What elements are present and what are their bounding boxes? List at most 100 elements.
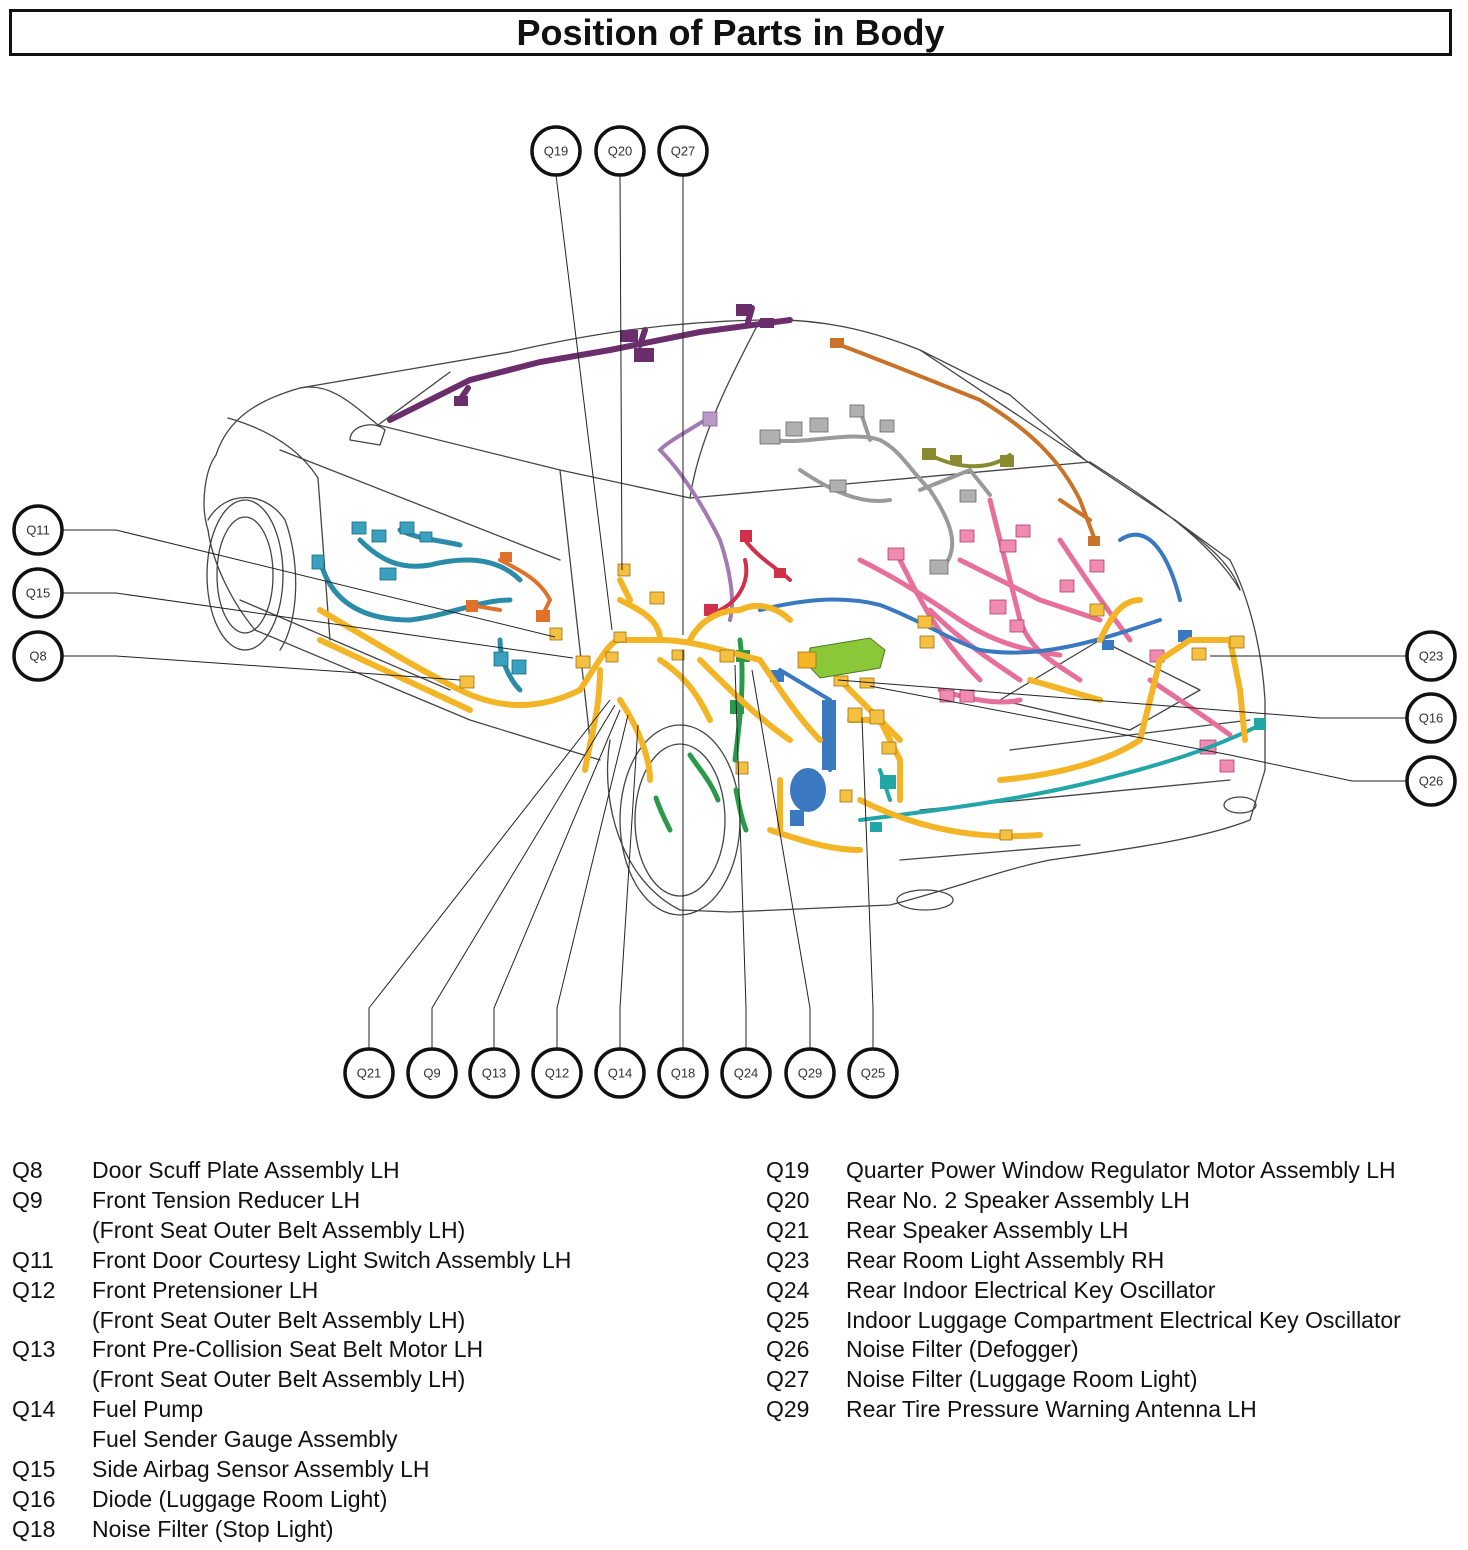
- legend-text: Quarter Power Window Regulator Motor Ass…: [846, 1157, 1396, 1183]
- callout-label: Q25: [861, 1066, 886, 1081]
- legend-text: Rear Indoor Electrical Key Oscillator: [846, 1276, 1216, 1303]
- legend-text: Noise Filter (Luggage Room Light): [846, 1366, 1198, 1393]
- callout-q13: [468, 1047, 520, 1099]
- car-body-diagram: Q19 Q20 Q27 Q11 Q15 Q8 Q23 Q16 Q26 Q21 Q…: [12, 125, 1457, 1099]
- legend-code: [12, 1365, 92, 1395]
- callout-label: Q26: [1419, 774, 1444, 789]
- callout-circles: [12, 125, 1457, 1099]
- legend-code: [12, 1425, 92, 1455]
- legend-row: (Front Seat Outer Belt Assembly LH): [12, 1216, 571, 1246]
- legend-code: Q26: [766, 1336, 810, 1363]
- callout-q29: [784, 1047, 836, 1099]
- legend-left: Q8 Door Scuff Plate Assembly LH Q9 Front T…: [12, 1156, 571, 1545]
- legend-row: Q16 Diode (Luggage Room Light): [12, 1485, 571, 1515]
- legend-code: Q12: [12, 1276, 56, 1303]
- legend-row: Q9 Front Tension Reducer LH: [12, 1186, 571, 1216]
- callout-label: Q13: [482, 1066, 507, 1081]
- door-harness: [317, 527, 523, 693]
- callout-label: Q12: [545, 1066, 570, 1081]
- legend-text: Diode (Luggage Room Light): [92, 1485, 388, 1512]
- legend-code: Q16: [12, 1485, 56, 1512]
- legend-text: Rear No. 2 Speaker Assembly LH: [846, 1186, 1190, 1213]
- callout-label: Q9: [423, 1066, 440, 1081]
- legend-code: Q24: [766, 1276, 810, 1303]
- callout-q12: [531, 1047, 583, 1099]
- legend-row: Q27 Noise Filter (Luggage Room Light): [766, 1365, 1401, 1395]
- callout-label: Q16: [1419, 711, 1444, 726]
- legend-code: Q20: [766, 1186, 810, 1213]
- callout-label: Q29: [798, 1066, 823, 1081]
- car-outline: [203, 319, 1266, 916]
- callout-q15: [12, 567, 64, 619]
- orange-connectors: [466, 552, 550, 622]
- green-module: [797, 637, 886, 679]
- legend-code: [12, 1216, 92, 1246]
- callout-q21: [343, 1047, 395, 1099]
- brown-connectors: [830, 338, 1100, 546]
- pink-harness: [857, 497, 1233, 738]
- legend-row: Q8 Door Scuff Plate Assembly LH: [12, 1156, 571, 1186]
- legend-code: Q14: [12, 1396, 56, 1423]
- legend-code: Q23: [766, 1246, 810, 1273]
- callout-q19: [530, 125, 582, 177]
- legend-row: Q29 Rear Tire Pressure Warning Antenna LH: [766, 1395, 1401, 1425]
- callout-label: Q23: [1419, 649, 1444, 664]
- gray-connectors: [759, 404, 977, 575]
- legend-text: Side Airbag Sensor Assembly LH: [92, 1456, 430, 1483]
- legend-text: Noise Filter (Stop Light): [92, 1515, 334, 1542]
- legend-row: Q18 Noise Filter (Stop Light): [12, 1515, 571, 1545]
- callout-q18: [657, 1047, 709, 1099]
- callout-label: Q14: [608, 1066, 633, 1081]
- legend-text: Indoor Luggage Compartment Electrical Ke…: [846, 1306, 1401, 1333]
- callout-q27: [657, 125, 709, 177]
- door-connectors: [311, 521, 527, 675]
- floor-harness: [317, 577, 1248, 853]
- blue-connectors: [770, 630, 1192, 826]
- legend-row: Q26 Noise Filter (Defogger): [766, 1335, 1401, 1365]
- callout-q11: [12, 504, 64, 556]
- legend-text: Front Pre-Collision Seat Belt Motor LH: [92, 1336, 484, 1363]
- legend-row: Q19 Quarter Power Window Regulator Motor …: [766, 1156, 1401, 1186]
- legend-right: Q19 Quarter Power Window Regulator Motor …: [766, 1156, 1401, 1425]
- legend-code: Q21: [766, 1216, 810, 1243]
- legend-code: Q27: [766, 1366, 810, 1393]
- callout-q16: [1405, 692, 1457, 744]
- legend-row: (Front Seat Outer Belt Assembly LH): [12, 1365, 571, 1395]
- legend-row: Q24 Rear Indoor Electrical Key Oscillator: [766, 1276, 1401, 1306]
- legend-code: Q9: [12, 1186, 43, 1213]
- legend-code: Q25: [766, 1306, 810, 1333]
- callout-label: Q19: [544, 144, 569, 159]
- red-harness: [718, 538, 792, 612]
- legend-code: Q19: [766, 1157, 810, 1183]
- blue-duct: [822, 700, 836, 770]
- olive-connectors: [922, 448, 1014, 467]
- callout-label: Q21: [357, 1066, 382, 1081]
- legend-row: Q25 Indoor Luggage Compartment Electrical…: [766, 1306, 1401, 1336]
- legend-code: Q11: [12, 1246, 54, 1273]
- roof-harness: [387, 305, 793, 423]
- callout-q24: [720, 1047, 772, 1099]
- legend-code: Q8: [12, 1157, 43, 1183]
- legend-text: Door Scuff Plate Assembly LH: [92, 1157, 400, 1183]
- page-title: Position of Parts in Body: [9, 9, 1452, 56]
- callout-label: Q18: [671, 1066, 696, 1081]
- floor-connectors: [459, 563, 1245, 841]
- roof-connectors: [454, 304, 774, 406]
- legend-code: Q18: [12, 1515, 56, 1542]
- legend-text: Noise Filter (Defogger): [846, 1336, 1079, 1363]
- callout-q23: [1405, 630, 1457, 682]
- legend-code: [12, 1306, 92, 1336]
- legend-text: Rear Tire Pressure Warning Antenna LH: [846, 1396, 1257, 1423]
- callout-q8: [12, 630, 64, 682]
- legend-text: Front Tension Reducer LH: [92, 1186, 361, 1213]
- cyan-connectors: [870, 718, 1266, 832]
- callout-q26: [1405, 755, 1457, 807]
- legend-code: Q29: [766, 1396, 810, 1423]
- callout-label: Q15: [26, 586, 51, 601]
- callout-label: Q8: [29, 649, 46, 664]
- legend-text: (Front Seat Outer Belt Assembly LH): [92, 1306, 466, 1333]
- callout-q20: [594, 125, 646, 177]
